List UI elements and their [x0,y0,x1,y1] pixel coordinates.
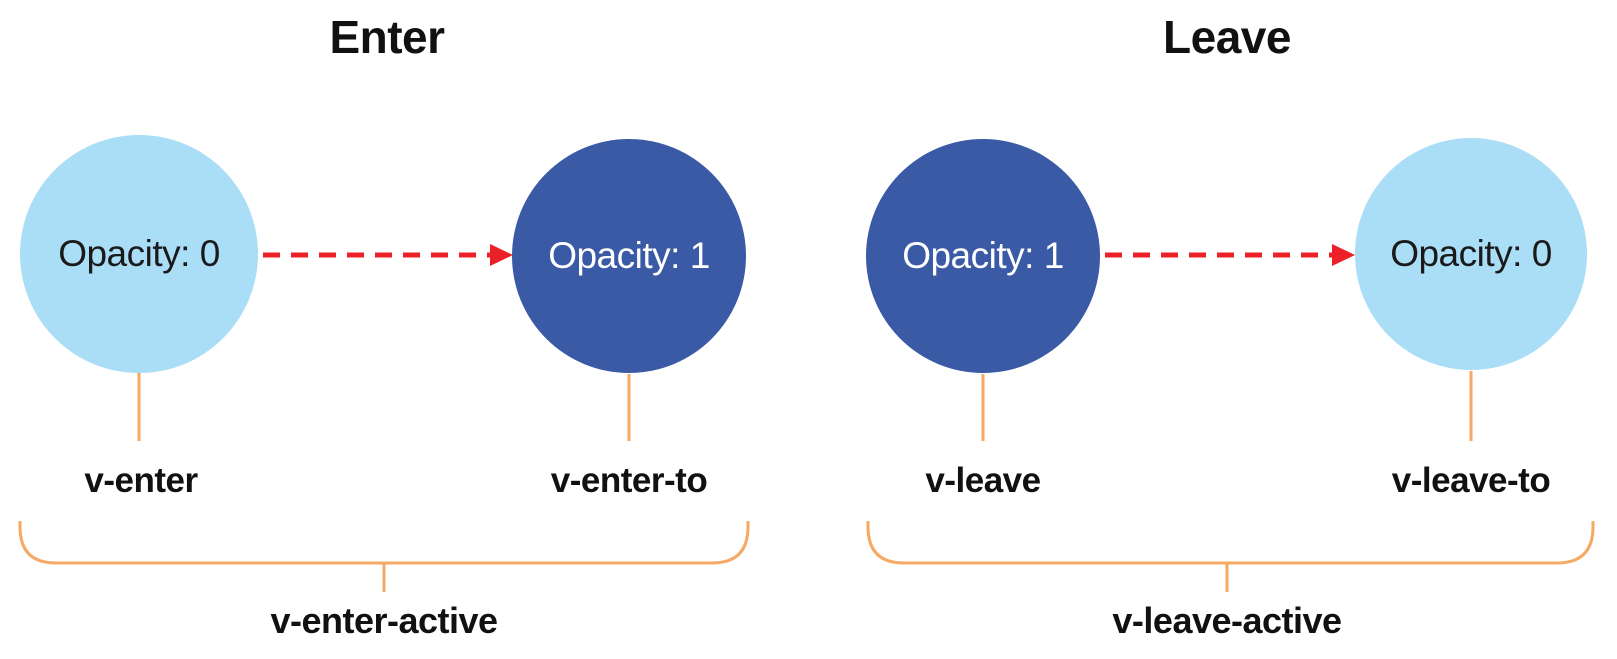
enter-end-circle: Opacity: 1 [512,139,746,373]
leave-end-circle: Opacity: 0 [1355,138,1587,370]
enter-start-circle: Opacity: 0 [20,135,258,373]
enter-active-bracket [18,521,750,565]
v-leave-active-label: v-leave-active [1112,600,1342,641]
leave-start-circle-text: Opacity: 1 [902,235,1064,276]
enter-group-title: Enter [329,11,445,63]
leave-group-title: Leave [1163,11,1291,63]
leave-end-circle-text: Opacity: 0 [1390,233,1552,274]
leave-arrowhead-icon [1332,244,1355,266]
v-enter-to-label: v-enter-to [550,461,708,500]
leave-active-bracket [866,521,1595,565]
enter-end-circle-text: Opacity: 1 [548,235,710,276]
enter-start-circle-text: Opacity: 0 [58,233,220,274]
v-leave-to-label: v-leave-to [1391,461,1551,500]
leave-start-circle: Opacity: 1 [866,139,1100,373]
v-leave-label: v-leave [925,461,1041,500]
v-enter-active-label: v-enter-active [270,600,498,641]
v-enter-label: v-enter [84,461,198,500]
enter-arrowhead-icon [490,244,513,266]
